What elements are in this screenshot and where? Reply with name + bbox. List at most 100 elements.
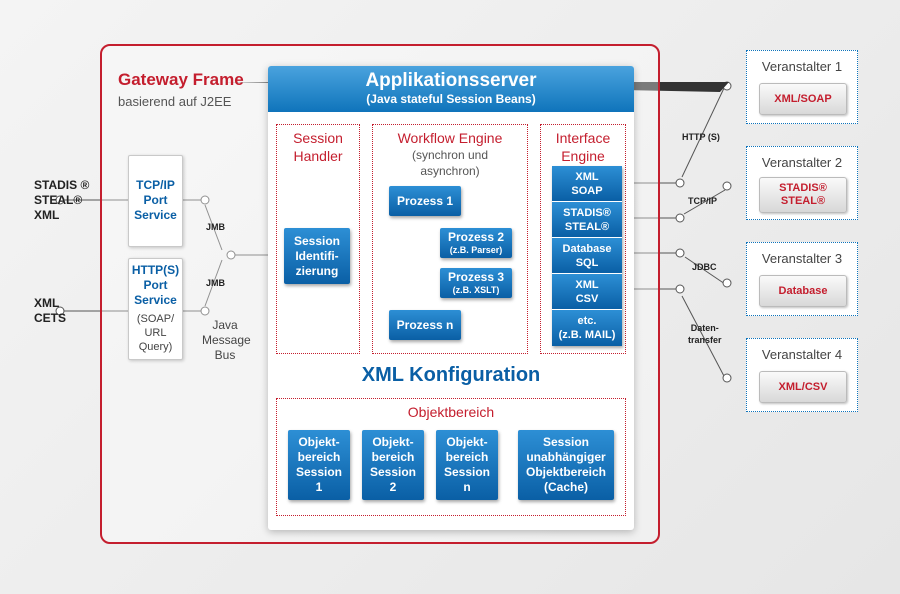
prozess-1-label: Prozess 1 [396,193,454,208]
session-button-line: Session [293,233,341,248]
veranstalter-4-title: Veranstalter 4 [761,347,843,362]
workflow-engine-box: Workflow Engine (synchron und asynchron) [372,124,528,354]
veranstalter-4-box: Veranstalter 4 XML/CSV [746,338,858,412]
port-line: Port [143,193,168,207]
prozess-2-button[interactable]: Prozess 2 (z.B. Parser) [440,228,512,258]
conn-jdbc-label: JDBC [692,262,717,272]
input-label-line: STADIS ® [34,178,90,192]
interface-item-etc[interactable]: etc. (z.B. MAIL) [552,310,622,346]
objekt-line: bereich [371,450,415,464]
prozess-3-sub: (z.B. XSLT) [452,285,500,295]
interface-title-1: Interface [555,130,611,146]
veranstalter-2-button[interactable]: STADIS® STEAL® [759,177,847,213]
interface-stack: XML SOAP STADIS® STEAL® Database SQL XML… [552,166,622,346]
objekt-line: bereich [445,450,489,464]
interface-item-xml-soap[interactable]: XML SOAP [552,166,622,202]
veranstalter-btn-line: STEAL® [780,195,826,207]
objekt-line: Session [295,465,343,479]
input-label-line: XML [34,208,60,222]
interface-item-xml-csv[interactable]: XML CSV [552,274,622,310]
objekt-line: unabhängiger [526,450,606,464]
objektbereich-box: Objektbereich [276,398,626,516]
objekt-line: bereich [297,450,341,464]
bus-line: Message [202,333,251,347]
objektbereich-session-1-button[interactable]: Objekt- bereich Session 1 [288,430,350,500]
tcp-ip-port-service[interactable]: TCP/IP Port Service [128,155,183,247]
objektbereich-cache-button[interactable]: Session unabhängiger Objektbereich (Cach… [518,430,614,500]
prozess-2-sub: (z.B. Parser) [449,245,503,255]
port-line: Service [134,293,177,307]
input-label-line: CETS [34,311,67,325]
objektbereich-session-n-button[interactable]: Objekt- bereich Session n [436,430,498,500]
session-handler-title-1: Session [293,130,343,146]
veranstalter-3-button[interactable]: Database [759,275,847,307]
interface-item-line: SQL [575,256,599,269]
prozess-n-label: Prozess n [396,317,454,332]
jmb-label-2: JMB [206,278,226,288]
interface-item-line: CSV [575,292,599,305]
session-button-line: Identifi- [295,248,339,263]
interface-item-line: etc. [577,315,597,327]
java-message-bus-label: Java Message Bus [202,318,251,363]
port-line: URL [144,327,167,339]
input-xml-cets: XML CETS [34,296,66,326]
objekt-line: n [463,480,471,494]
objektbereich-session-2-button[interactable]: Objekt- bereich Session 2 [362,430,424,500]
objekt-line: Objekt- [298,435,340,449]
appserver-title: Applikationsserver [365,70,537,91]
veranstalter-btn-line: STADIS® [779,182,827,194]
objekt-line: Session [443,465,491,479]
objekt-line: 2 [389,480,397,494]
interface-item-line: STEAL® [564,220,610,233]
prozess-1-button[interactable]: Prozess 1 [389,186,461,216]
appserver-header: Applikationsserver (Java stateful Sessio… [268,66,634,112]
session-button-line: zierung [295,263,339,278]
conn-tcpip-label: TCP/IP [688,196,718,206]
veranstalter-4-button[interactable]: XML/CSV [759,371,847,403]
objekt-line: (Cache) [543,480,588,494]
session-identifizierung-button[interactable]: Session Identifi- zierung [284,228,350,284]
interface-item-stadis-steal[interactable]: STADIS® STEAL® [552,202,622,238]
interface-item-database-sql[interactable]: Database SQL [552,238,622,274]
veranstalter-btn-line: XML/SOAP [774,92,832,105]
bus-line: Java [212,318,238,332]
conn-datentransfer-label: Daten- transfer [688,322,722,346]
veranstalter-1-title: Veranstalter 1 [761,59,843,74]
port-line: Query) [138,341,173,353]
veranstalter-btn-line: Database [778,284,828,297]
interface-item-line: STADIS® [563,206,611,219]
port-soap-note: (SOAP/ URL Query) [129,312,182,354]
input-stadis-steal-xml: STADIS ® STEAL® XML [34,178,89,223]
port-line: TCP/IP [136,178,175,192]
veranstalter-3-box: Veranstalter 3 Database [746,242,858,316]
prozess-3-label: Prozess 3 [447,270,505,284]
interface-title-2: Engine [561,148,605,164]
veranstalter-btn-line: XML/CSV [778,380,828,393]
veranstalter-1-button[interactable]: XML/SOAP [759,83,847,115]
interface-engine-box: Interface Engine [540,124,626,354]
port-line: HTTP(S) [131,263,180,277]
interface-item-line: XML [575,278,599,291]
port-line: (SOAP/ [136,313,175,325]
prozess-n-button[interactable]: Prozess n [389,310,461,340]
session-handler-title-2: Handler [293,148,343,164]
http-port-service[interactable]: HTTP(S) Port Service (SOAP/ URL Query) [128,258,183,360]
gateway-title: Gateway Frame [118,70,244,89]
jmb-label-1: JMB [206,222,226,232]
objekt-line: Session [542,435,590,449]
appserver-subtitle: (Java stateful Session Beans) [366,92,536,106]
prozess-3-button[interactable]: Prozess 3 (z.B. XSLT) [440,268,512,298]
objektbereich-title: Objektbereich [407,404,495,420]
conn-http-label: HTTP (S) [682,132,720,142]
workflow-sub-1: (synchron und [411,148,489,162]
workflow-title: Workflow Engine [397,130,503,146]
interface-item-line: SOAP [571,184,603,197]
objekt-line: Objekt- [446,435,488,449]
port-line: Service [134,208,177,222]
objekt-line: Objekt- [372,435,414,449]
prozess-2-label: Prozess 2 [447,230,505,244]
interface-item-line: (z.B. MAIL) [558,329,616,341]
session-handler-box: Session Handler [276,124,360,354]
veranstalter-1-box: Veranstalter 1 XML/SOAP [746,50,858,124]
workflow-sub-2: asynchron) [420,164,480,178]
